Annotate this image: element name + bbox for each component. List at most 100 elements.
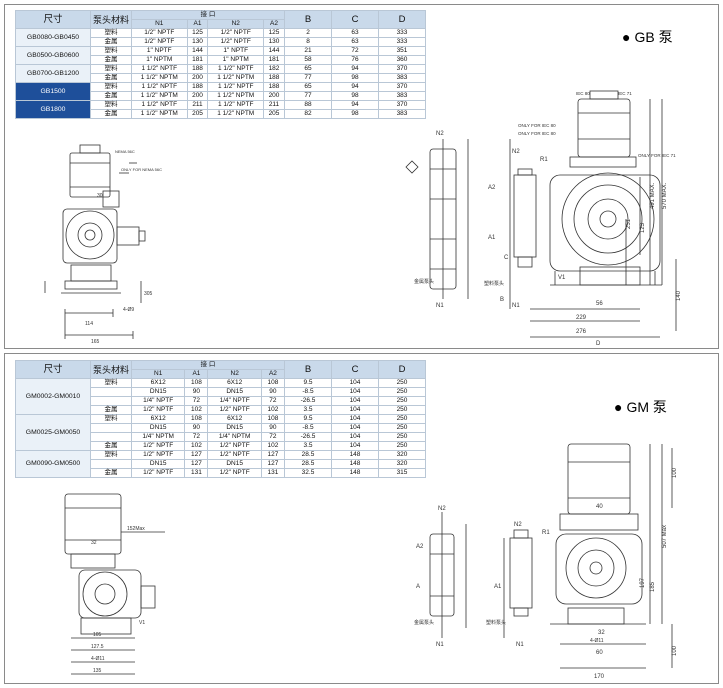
value-cell: 1 1/2" NPTF	[131, 82, 188, 92]
dim-56: 56	[596, 301, 603, 307]
value-cell: 1/2" NPTF	[131, 441, 186, 451]
a2-header: A2	[260, 369, 286, 379]
value-cell: 130	[186, 37, 209, 47]
value-cell: 360	[378, 55, 426, 65]
c-header: C	[331, 10, 379, 29]
value-cell: 1 1/2" NPTM	[207, 73, 264, 83]
dim-30: 30	[97, 193, 103, 199]
value-cell: 76	[331, 55, 379, 65]
gm-pump-title: ●GM 泵	[614, 399, 667, 415]
dim-165: 165	[91, 339, 100, 345]
value-cell: 205	[263, 109, 285, 119]
n1-label: N1	[436, 303, 444, 309]
value-cell: 131	[184, 468, 209, 478]
value-cell: 94	[331, 82, 379, 92]
value-cell: 6X12	[131, 378, 186, 388]
value-cell: 63	[331, 37, 379, 47]
value-cell: 1/2" NPTF	[207, 450, 262, 460]
value-cell: 1/2" NPTF	[207, 28, 264, 38]
dim-185: 185	[650, 581, 656, 592]
dim-114: 114	[85, 321, 93, 327]
material-cell: 塑料	[89, 46, 133, 56]
value-cell: 90	[260, 423, 286, 433]
n2-header: N2	[207, 19, 264, 29]
value-cell: 6X12	[131, 414, 186, 424]
value-cell: 383	[378, 109, 426, 119]
value-cell: 98	[331, 109, 379, 119]
value-cell: 9.5	[284, 414, 332, 424]
value-cell: 1 1/2" NPTM	[131, 109, 188, 119]
a1-label: A1	[494, 584, 502, 590]
gb-front-view-drawing: IEC 80 IEC 71 ONLY FOR IEC 80 ONLY FOR I…	[405, 90, 682, 347]
dim-491: 491 MAX.	[650, 182, 656, 209]
value-cell: 88	[284, 100, 332, 110]
value-cell: 148	[331, 459, 379, 469]
material-cell: 金属	[89, 73, 133, 83]
material-cell	[89, 432, 133, 442]
value-cell: 77	[284, 73, 332, 83]
value-cell: 72	[260, 432, 286, 442]
value-cell: 90	[260, 387, 286, 397]
model-name: GB0080-GB0450	[15, 28, 91, 47]
value-cell: 1/2" NPTF	[207, 441, 262, 451]
value-cell: 250	[378, 396, 426, 406]
n2b-label: N2	[512, 149, 520, 155]
value-cell: 1" NPTM	[131, 55, 188, 65]
value-cell: 104	[331, 423, 379, 433]
value-cell: 104	[331, 432, 379, 442]
v1-label: V1	[558, 275, 566, 281]
b-header: B	[284, 10, 332, 29]
value-cell: 6X12	[207, 378, 262, 388]
value-cell: 181	[186, 55, 209, 65]
value-cell: 351	[378, 46, 426, 56]
value-cell: 6X12	[207, 414, 262, 424]
value-cell: DN15	[207, 459, 262, 469]
value-cell: 72	[184, 432, 209, 442]
material-cell: 金属	[89, 468, 133, 478]
n2-header: N2	[207, 369, 262, 379]
value-cell: 127	[260, 459, 286, 469]
material-cell: 塑料	[89, 82, 133, 92]
n1-header: N1	[131, 369, 186, 379]
material-cell: 塑料	[89, 414, 133, 424]
value-cell: 72	[184, 396, 209, 406]
material-cell: 塑料	[89, 450, 133, 460]
value-cell: 2	[284, 28, 332, 38]
value-cell: 1/2" NPTF	[131, 468, 186, 478]
value-cell: 125	[186, 28, 209, 38]
plastic-head-label: 塑料泵头	[486, 619, 506, 626]
value-cell: 32.5	[284, 468, 332, 478]
dim-570: 570 MAX.	[662, 182, 668, 209]
value-cell: 28.5	[284, 459, 332, 469]
dim-100b: 100	[672, 645, 678, 656]
value-cell: 77	[284, 91, 332, 101]
value-cell: -26.5	[284, 396, 332, 406]
dim-305: 305	[144, 291, 153, 297]
dim-40: 40	[596, 504, 603, 510]
a1-label: A1	[488, 235, 496, 241]
dim-170: 170	[594, 674, 605, 680]
only-iec80b-label: ONLY FOR IEC 80	[518, 131, 556, 136]
value-cell: 131	[260, 468, 286, 478]
dim-32b: 32	[598, 630, 605, 636]
dim-140: 140	[676, 290, 682, 301]
value-cell: 21	[284, 46, 332, 56]
value-cell: 127	[184, 459, 209, 469]
dim-100: 100	[672, 467, 678, 478]
value-cell: 104	[331, 405, 379, 415]
gb-pump-panel: 尺寸 泵头材料 接 口 B C D N1 A1 N2 A2 GB0080-GB0…	[4, 4, 719, 349]
value-cell: DN15	[131, 387, 186, 397]
value-cell: 72	[331, 46, 379, 56]
dim-276: 276	[576, 329, 587, 335]
n2b-label: N2	[514, 522, 522, 528]
v1-label: V1	[139, 620, 145, 626]
value-cell: 205	[186, 109, 209, 119]
value-cell: 144	[186, 46, 209, 56]
